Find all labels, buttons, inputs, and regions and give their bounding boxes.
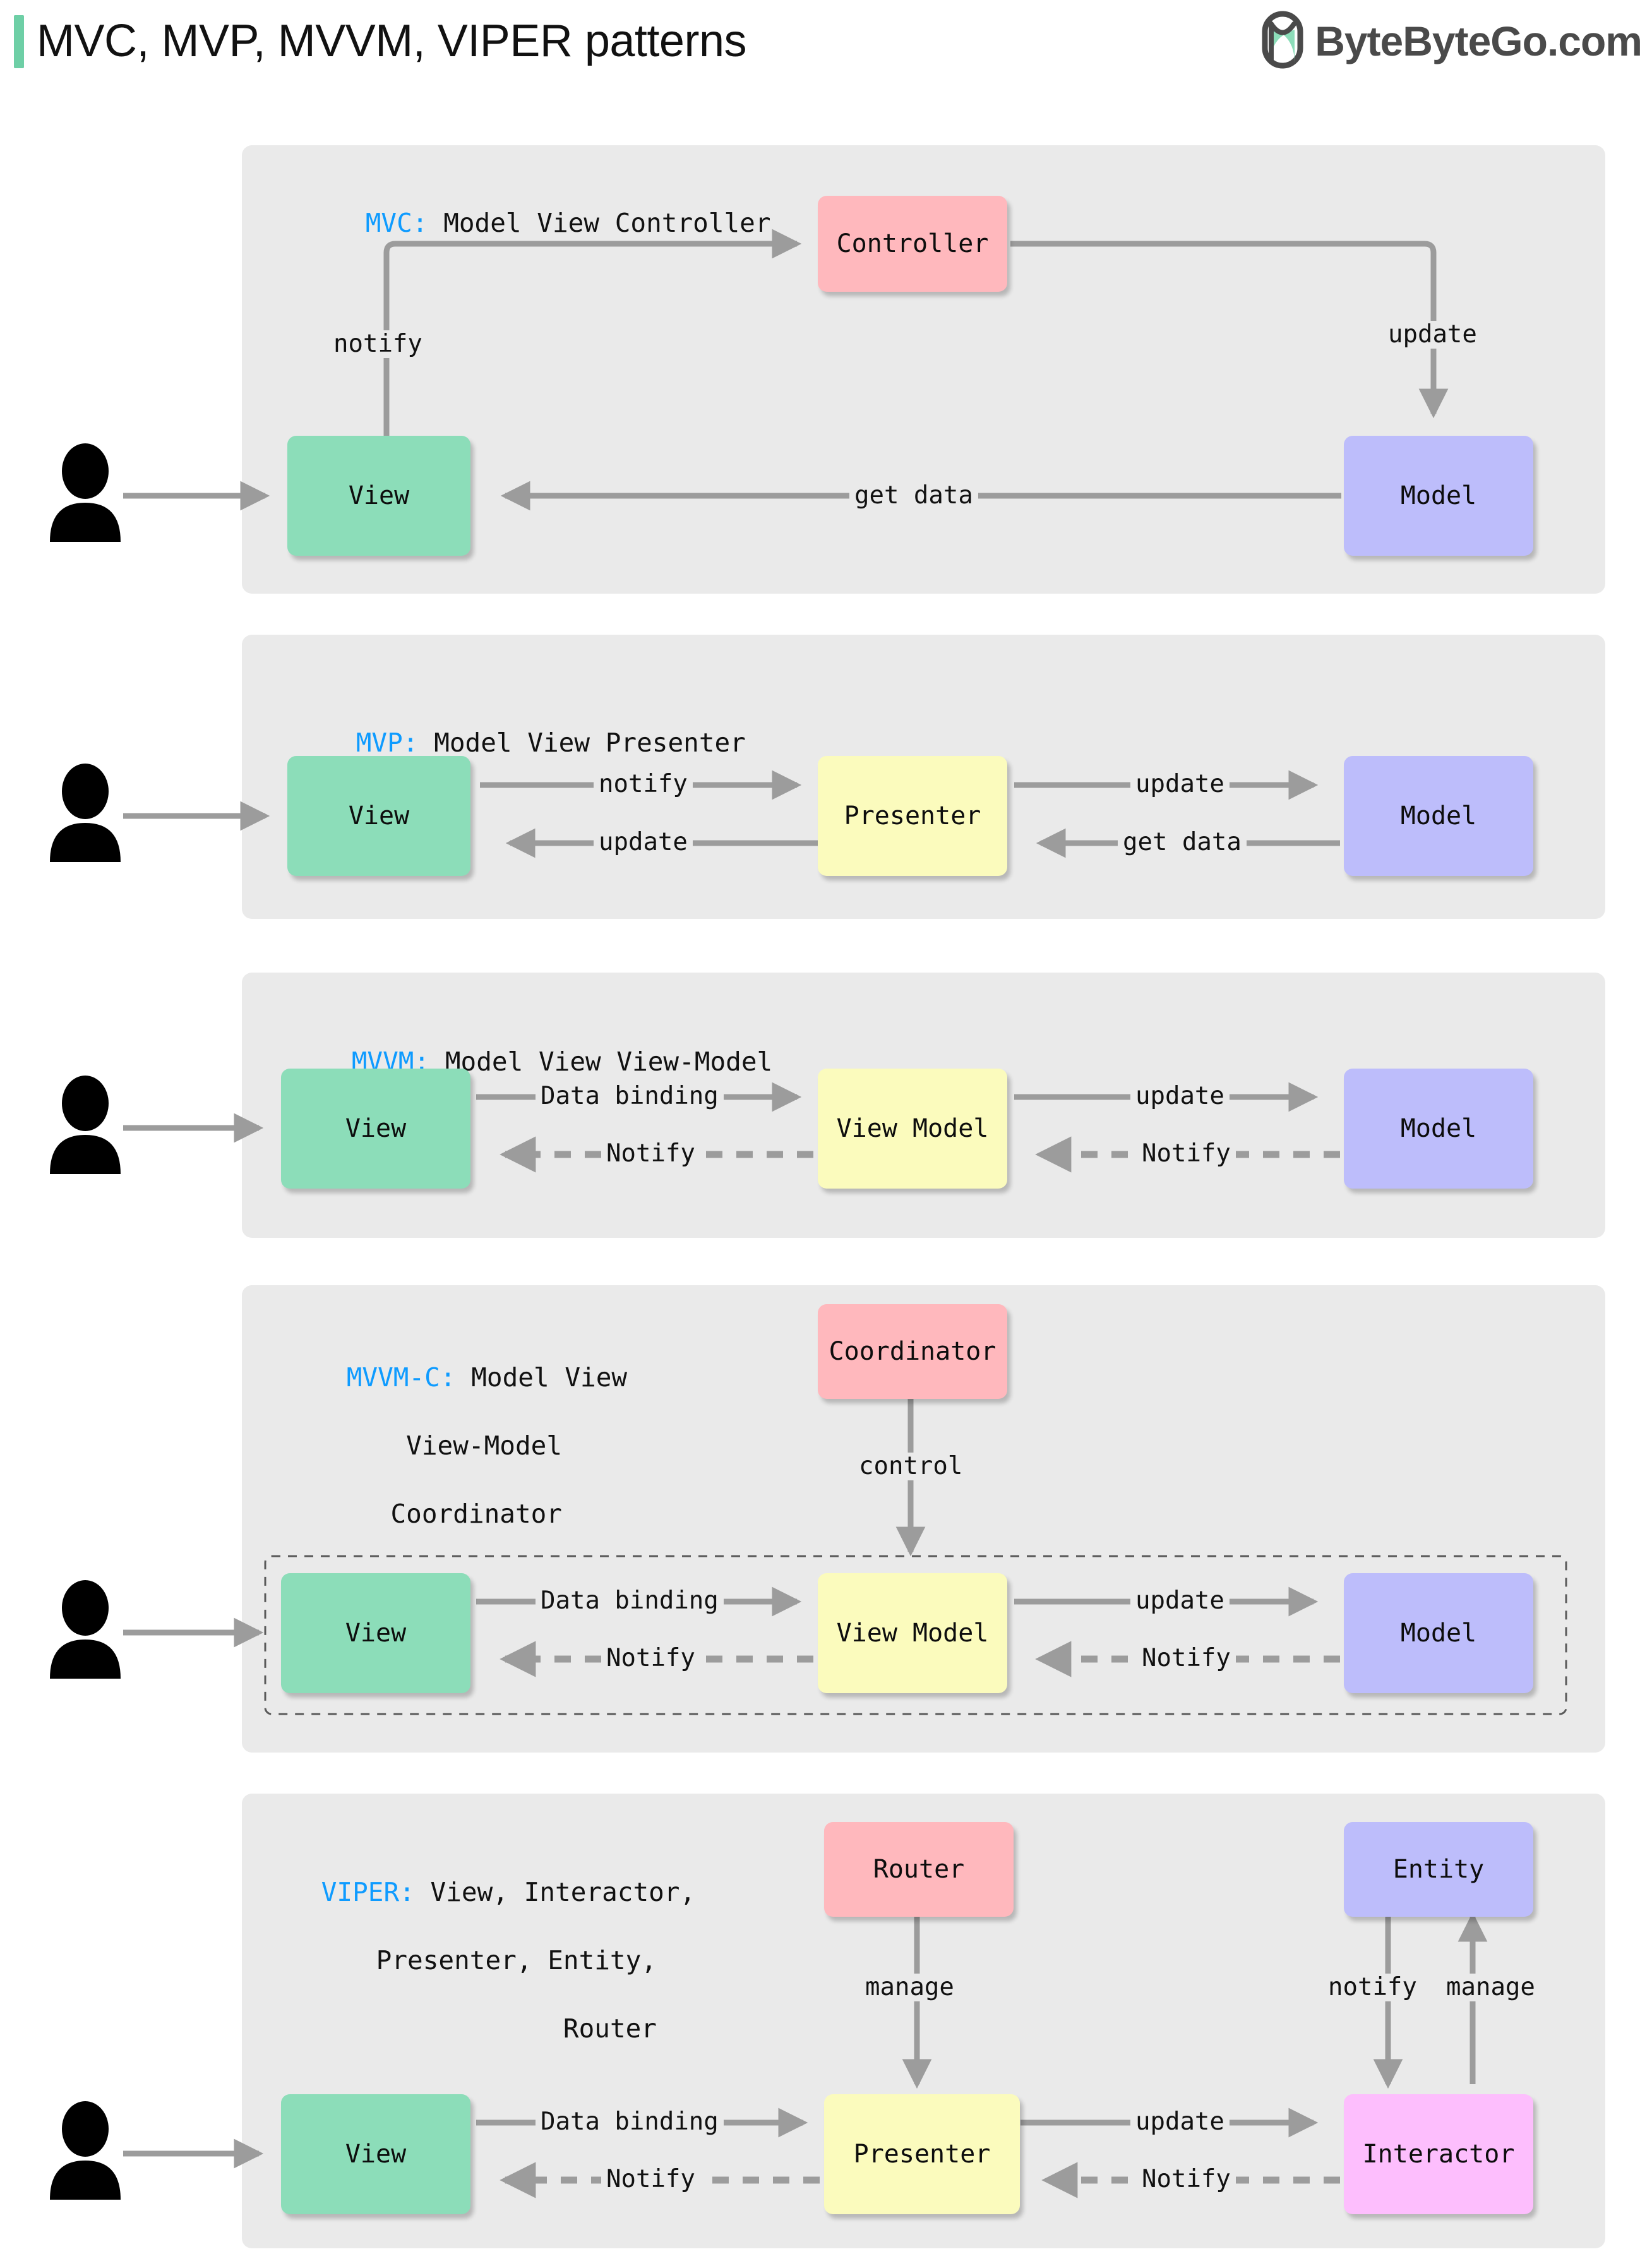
node-model[interactable]: Model xyxy=(1344,756,1533,876)
section-key-mvc: MVC: xyxy=(365,208,428,238)
section-title-mvvmc: MVVM-C: Model View View-Model Coordinato… xyxy=(284,1326,627,1565)
section-title-mvc: MVC: Model View Controller xyxy=(303,172,771,274)
section-expansion-line-1: Model View xyxy=(471,1362,628,1393)
edge-label-notify: notify xyxy=(1323,1974,1422,2001)
node-view[interactable]: View xyxy=(281,1069,470,1189)
section-expansion-line-2: View-Model xyxy=(406,1430,562,1461)
user-person-icon xyxy=(47,2100,123,2203)
edge-label-update: update xyxy=(1130,1082,1230,1110)
node-model[interactable]: Model xyxy=(1344,436,1533,556)
edge-label-manage: manage xyxy=(860,1974,959,2001)
section-expansion-line-2: Presenter, Entity, xyxy=(376,1945,657,1975)
edge-label-notify: Notify xyxy=(601,1140,700,1168)
node-coordinator[interactable]: Coordinator xyxy=(818,1304,1007,1399)
edge-label-update: update xyxy=(1130,770,1230,798)
bytebytego-leaf-logo-icon xyxy=(1259,11,1306,71)
node-view-model[interactable]: View Model xyxy=(818,1573,1007,1693)
edge-label-get-data: get data xyxy=(849,482,978,510)
section-expansion-mvc: Model View Controller xyxy=(443,208,771,238)
edge-label-notify: Notify xyxy=(601,2166,700,2193)
node-entity[interactable]: Entity xyxy=(1344,1822,1533,1917)
node-presenter[interactable]: Presenter xyxy=(818,756,1007,876)
node-model[interactable]: Model xyxy=(1344,1573,1533,1693)
user-person-icon xyxy=(47,1074,123,1178)
edge-label-get-data: get data xyxy=(1118,829,1247,856)
edge-label-data-binding: Data binding xyxy=(536,2108,724,2136)
edge-label-update: update xyxy=(1383,321,1482,349)
edge-label-update: update xyxy=(594,829,693,856)
node-model[interactable]: Model xyxy=(1344,1069,1533,1189)
section-title-viper: VIPER: View, Interactor, Presenter, Enti… xyxy=(259,1841,695,2080)
edge-label-notify: Notify xyxy=(1137,1140,1236,1168)
edge-label-data-binding: Data binding xyxy=(536,1082,724,1110)
section-expansion-line-1: View, Interactor, xyxy=(430,1877,696,1907)
node-interactor[interactable]: Interactor xyxy=(1344,2094,1533,2214)
edge-label-data-binding: Data binding xyxy=(536,1587,724,1615)
edge-label-control: control xyxy=(854,1453,968,1480)
section-expansion-line-3: Router xyxy=(563,2013,657,2044)
page-header: MVC, MVP, MVVM, VIPER patterns ByteByteG… xyxy=(0,0,1652,88)
node-router[interactable]: Router xyxy=(824,1822,1014,1917)
user-person-icon xyxy=(47,1579,123,1682)
page-title: MVC, MVP, MVVM, VIPER patterns xyxy=(37,16,747,66)
node-presenter[interactable]: Presenter xyxy=(824,2094,1020,2214)
edge-label-update: update xyxy=(1130,2108,1230,2136)
section-key-viper: VIPER: xyxy=(321,1877,415,1907)
user-person-icon xyxy=(47,762,123,866)
section-title-mvp: MVP: Model View Presenter xyxy=(294,692,746,794)
node-controller[interactable]: Controller xyxy=(818,196,1007,292)
header-accent-bar xyxy=(14,15,24,68)
node-view[interactable]: View xyxy=(287,756,470,876)
brand-lockup: ByteByteGo.com xyxy=(1259,11,1643,71)
section-key-mvp: MVP: xyxy=(356,728,419,758)
user-person-icon xyxy=(47,442,123,546)
section-expansion-line-3: Coordinator xyxy=(390,1499,562,1529)
brand-name: ByteByteGo.com xyxy=(1315,18,1643,64)
edge-label-notify: notify xyxy=(594,770,693,798)
edge-label-update: update xyxy=(1130,1587,1230,1615)
edge-label-notify: Notify xyxy=(1137,1645,1236,1672)
section-key-mvvmc: MVVM-C: xyxy=(346,1362,456,1393)
node-view-model[interactable]: View Model xyxy=(818,1069,1007,1189)
edge-label-notify: Notify xyxy=(1137,2166,1236,2193)
node-view[interactable]: View xyxy=(287,436,470,556)
section-expansion-mvp: Model View Presenter xyxy=(434,728,746,758)
edge-label-notify: notify xyxy=(328,330,428,358)
edge-label-notify: Notify xyxy=(601,1645,700,1672)
section-expansion-mvvm: Model View View-Model xyxy=(445,1046,773,1077)
node-view[interactable]: View xyxy=(281,2094,470,2214)
edge-label-manage: manage xyxy=(1441,1974,1540,2001)
node-view[interactable]: View xyxy=(281,1573,470,1693)
